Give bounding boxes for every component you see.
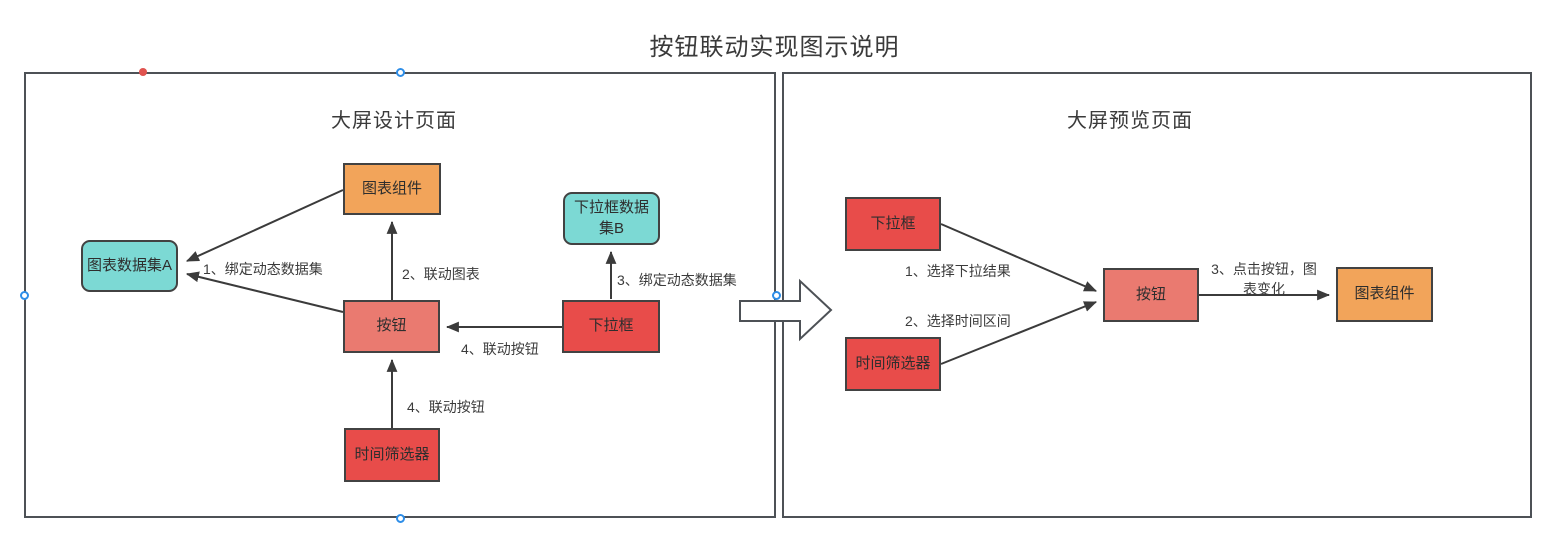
panel-handle-left[interactable]: [20, 291, 29, 300]
edge-label-link-button-timefilter[interactable]: 4、联动按钮: [407, 399, 485, 415]
node-button[interactable]: 按钮: [343, 300, 440, 353]
node-dropdown-dataset-b[interactable]: 下拉框数据集B: [563, 192, 660, 245]
node-preview-dropdown[interactable]: 下拉框: [845, 197, 941, 251]
edge-label-select-dropdown-result[interactable]: 1、选择下拉结果: [905, 263, 1011, 279]
edge-label-link-chart[interactable]: 2、联动图表: [402, 266, 480, 282]
node-preview-time-filter[interactable]: 时间筛选器: [845, 337, 941, 391]
node-label: 下拉框: [588, 317, 634, 335]
node-preview-button[interactable]: 按钮: [1103, 268, 1199, 322]
edge-label-link-button-dropdown[interactable]: 4、联动按钮: [461, 341, 539, 357]
preview-page-panel[interactable]: [782, 72, 1532, 518]
panel-handle-bottom[interactable]: [396, 514, 405, 523]
design-page-title: 大屏设计页面: [331, 110, 457, 132]
connector-button-to-dataset-a[interactable]: [185, 271, 344, 313]
node-label: 时间筛选器: [855, 354, 931, 372]
panel-handle-top[interactable]: [396, 68, 405, 77]
panel-handle-right[interactable]: [772, 291, 781, 300]
node-time-filter[interactable]: 时间筛选器: [344, 428, 440, 482]
page-title: 按钮联动实现图示说明: [649, 34, 900, 61]
edge-label-bind-dataset-a[interactable]: 1、绑定动态数据集: [203, 261, 323, 277]
connector-chart-to-dataset-a[interactable]: [186, 189, 344, 262]
connector-preview-timefilter-to-button[interactable]: [940, 301, 1098, 365]
node-label: 下拉框: [870, 214, 916, 232]
edge-label-click-button-chart-change[interactable]: 3、点击按钮，图表变化: [1211, 261, 1317, 298]
node-label: 图表组件: [1354, 285, 1415, 303]
node-label: 下拉框数据集B: [573, 199, 649, 237]
node-label: 图表数据集A: [86, 256, 172, 274]
node-preview-chart-component[interactable]: 图表组件: [1336, 267, 1433, 322]
node-label: 按钮: [1135, 285, 1166, 303]
edge-label-select-time-range[interactable]: 2、选择时间区间: [905, 313, 1011, 329]
edge-label-bind-dataset-b[interactable]: 3、绑定动态数据集: [617, 272, 737, 288]
node-chart-dataset-a[interactable]: 图表数据集A: [81, 240, 178, 292]
node-chart-component[interactable]: 图表组件: [343, 163, 441, 215]
node-label: 时间筛选器: [354, 445, 430, 463]
edge-endpoint-handle[interactable]: [139, 68, 147, 76]
connector-preview-dropdown-to-button[interactable]: [940, 223, 1097, 292]
node-label: 按钮: [376, 317, 407, 335]
node-label: 图表组件: [361, 179, 422, 197]
preview-page-title: 大屏预览页面: [1067, 110, 1193, 132]
panel-transition-arrow[interactable]: [739, 278, 833, 342]
node-dropdown[interactable]: 下拉框: [562, 300, 660, 353]
